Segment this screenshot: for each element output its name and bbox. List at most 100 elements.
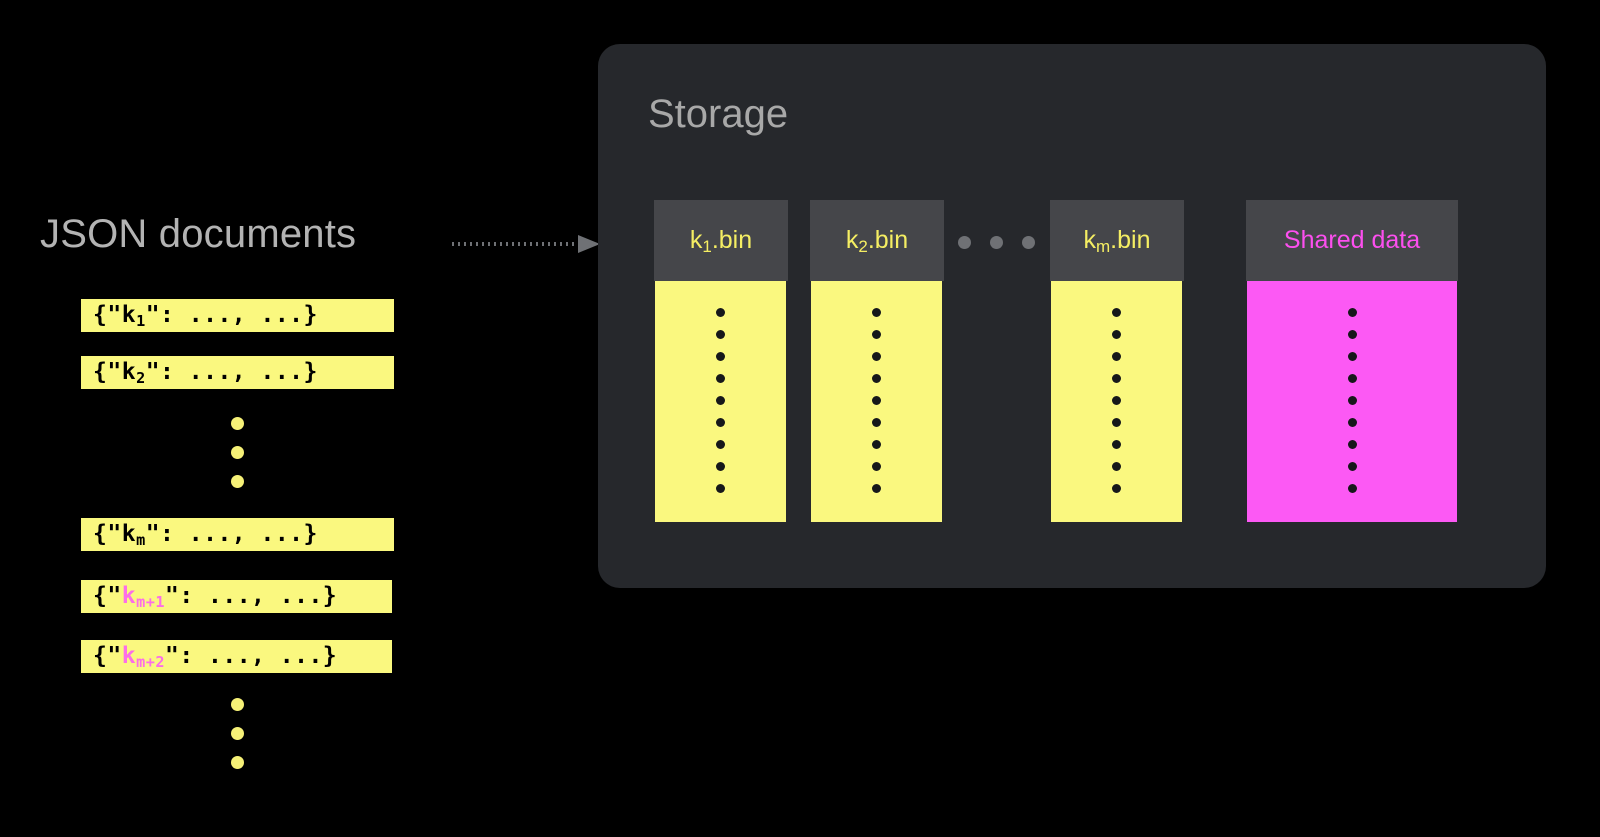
json-list-ellipsis-bottom [231,698,244,769]
json-documents-title: JSON documents [40,212,357,256]
bin-record-dot [1347,440,1357,449]
json-document-row: {"km": ..., ...} [81,518,394,551]
bin-record-dot [872,374,881,383]
json-document-row: {"k1": ..., ...} [81,299,394,332]
json-value-ellipsis: ": ..., ...} [145,302,318,328]
bin-record-dot [716,462,725,471]
json-key-subscript: m+1 [136,593,165,611]
json-key-subscript: 1 [136,312,146,330]
ellipsis-dot [231,727,244,740]
json-brace-open: {" [93,359,122,385]
ellipsis-dot [1022,236,1035,249]
bins-ellipsis [958,236,1035,249]
json-brace-open: {" [93,583,122,609]
ellipsis-dot [231,698,244,711]
json-brace-open: {" [93,302,122,328]
json-documents-section: JSON documents {"k1": ..., ...} {"k2": .… [0,0,600,837]
bin-record-dot [1347,330,1357,339]
json-document-row: {"km+1": ..., ...} [81,580,392,613]
bin-label-suffix: .bin [867,226,909,254]
bin-header-label: k2.bin [845,226,909,256]
bin-record-dot [1347,308,1357,317]
json-key: km [121,521,146,549]
json-list-ellipsis-top [231,417,244,488]
ellipsis-dot [231,417,244,430]
bin-record-dot [1112,308,1121,317]
bin-record-dot [872,484,881,493]
bin-body [1051,281,1182,522]
bin-record-dot [716,418,725,427]
bin-body [1247,281,1457,522]
storage-bin[interactable]: k1.bin [654,200,788,522]
json-key: km+1 [121,583,165,611]
bin-header: k2.bin [810,200,944,281]
bin-record-dot [716,330,725,339]
bin-header-label: km.bin [1083,226,1151,256]
bin-label-suffix: .bin [711,226,753,254]
bin-label-subscript: 2 [858,237,868,256]
bin-record-dot [1112,396,1121,405]
bin-record-dot [1112,330,1121,339]
bin-record-dot [1347,396,1357,405]
bin-record-dot [1112,462,1121,471]
json-value-ellipsis: ": ..., ...} [164,583,338,609]
bin-record-dot [1347,418,1357,427]
bin-record-dot [872,462,881,471]
bin-body [811,281,942,522]
bin-record-dot [872,308,881,317]
storage-bin[interactable]: k2.bin [810,200,944,522]
json-key: k2 [121,359,146,387]
bin-record-dot [716,352,725,361]
bin-record-dot [872,396,881,405]
bin-header: Shared data [1246,200,1458,281]
json-brace-open: {" [93,643,122,669]
bin-record-dot [872,440,881,449]
json-key: k1 [121,302,146,330]
bin-label-suffix: .bin [1110,226,1151,254]
json-key-subscript: m+2 [136,653,165,671]
dotted-arrow-icon [452,235,600,253]
bin-record-dot [716,440,725,449]
ellipsis-dot [231,475,244,488]
bin-label-subscript: m [1096,237,1111,256]
bin-record-dot [716,484,725,493]
bin-record-dot [872,418,881,427]
json-key-subscript: m [136,531,146,549]
bin-record-dot [716,396,725,405]
bin-header: km.bin [1050,200,1184,281]
ellipsis-dot [958,236,971,249]
bin-record-dot [716,308,725,317]
ellipsis-dot [231,446,244,459]
json-value-ellipsis: ": ..., ...} [164,643,338,669]
json-value-ellipsis: ": ..., ...} [145,521,318,547]
json-key: km+2 [121,643,165,671]
storage-panel: Storage k1.bin k2.bin km.bin Shared data [598,44,1546,588]
bin-record-dot [1347,352,1357,361]
bin-record-dot [1112,352,1121,361]
json-value-ellipsis: ": ..., ...} [145,359,318,385]
bin-header: k1.bin [654,200,788,281]
storage-bin-shared[interactable]: Shared data [1246,200,1458,522]
bin-record-dot [1347,484,1357,493]
json-key-subscript: 2 [136,369,146,387]
bin-record-dot [1347,374,1357,383]
bin-header-label: k1.bin [689,226,753,256]
bin-body [655,281,786,522]
json-document-row: {"k2": ..., ...} [81,356,394,389]
bin-record-dot [1112,374,1121,383]
storage-title: Storage [648,92,789,136]
bin-record-dot [1112,484,1121,493]
bin-record-dot [872,330,881,339]
ellipsis-dot [990,236,1003,249]
bin-record-dot [716,374,725,383]
bin-record-dot [1112,418,1121,427]
json-brace-open: {" [93,521,122,547]
ellipsis-dot [231,756,244,769]
bin-record-dot [872,352,881,361]
bin-record-dot [1112,440,1121,449]
bin-record-dot [1347,462,1357,471]
storage-bin[interactable]: km.bin [1050,200,1184,522]
json-document-row: {"km+2": ..., ...} [81,640,392,673]
bin-label-subscript: 1 [702,237,712,256]
bin-header-label: Shared data [1283,226,1421,254]
